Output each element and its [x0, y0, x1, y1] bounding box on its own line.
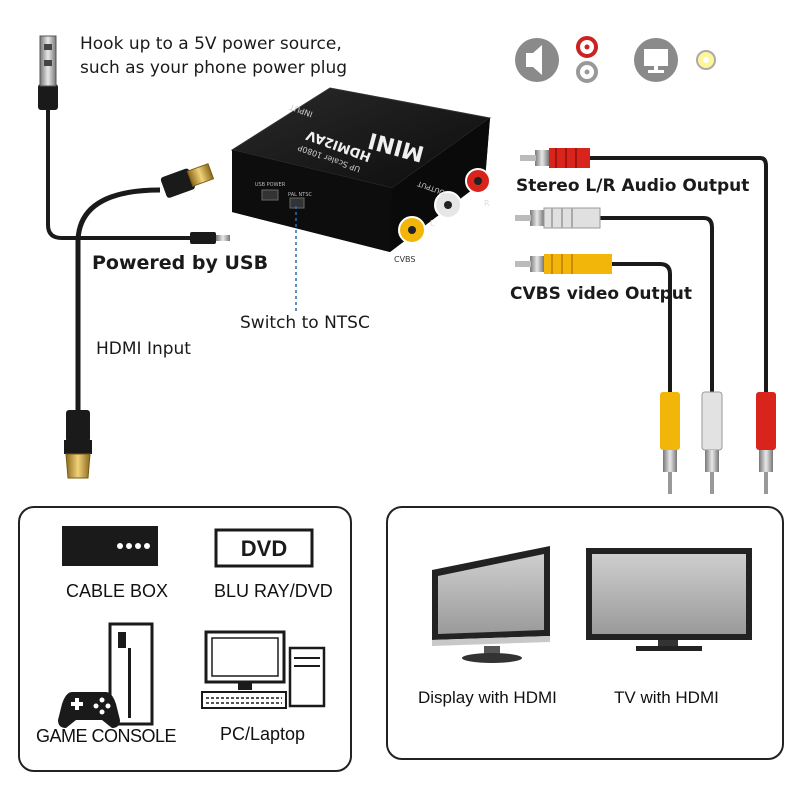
hdmi-input-callout: HDMI Input: [96, 339, 191, 359]
port-label-usb: USB POWER: [255, 182, 286, 188]
usb-plug-body: [38, 84, 58, 110]
jack-label-cvbs: CVBS: [394, 255, 415, 264]
source-label-cable-box: CABLE BOX: [66, 581, 169, 601]
yellow-rca-plug: [660, 392, 680, 450]
hdmi-sources-panel: DVD CABLE BOX BLU RAY/DVD GAME CONSOLE P…: [18, 506, 352, 772]
jack-label-l: L: [430, 219, 435, 228]
display-label-tv: TV with HDMI: [614, 688, 719, 707]
power-callout-line2: such as your phone power plug: [80, 58, 348, 78]
red-rca-plug: [756, 392, 776, 450]
video-output-callout: CVBS video Output: [510, 284, 693, 304]
hdmi-plug-head: [65, 453, 91, 479]
rca-cables: [515, 148, 776, 494]
monitor-icon: [432, 546, 550, 663]
micro-usb-plug: [190, 232, 216, 244]
source-label-pc: PC/Laptop: [220, 724, 306, 744]
cable-box-icon: [62, 526, 158, 566]
usb-power-cable: [38, 35, 230, 244]
usb-power-callout: Powered by USB: [92, 252, 269, 274]
rca-audio-jacks-icon: [576, 36, 598, 83]
white-rca-plug: [701, 391, 723, 451]
source-label-game-console: GAME CONSOLE: [36, 726, 177, 746]
power-callout-line1: Hook up to a 5V power source,: [80, 34, 342, 54]
hdmi2av-converter: MINI HDMI2AV UP Scaler 1080P INPUT OUTPU…: [230, 87, 492, 264]
speaker-icon: [515, 38, 559, 82]
game-console-icon: [58, 622, 154, 728]
display-label-monitor: Display with HDMI: [418, 688, 557, 707]
jack-label-r: R: [484, 199, 490, 208]
dvd-player-icon: DVD: [214, 528, 314, 568]
dvd-badge: DVD: [241, 536, 287, 561]
pc-icon: [201, 630, 326, 709]
hdmi-cable: [64, 163, 215, 479]
audio-output-callout: Stereo L/R Audio Output: [516, 176, 750, 196]
tv-icon: [586, 548, 752, 651]
yellow-jack-icon: [696, 50, 716, 70]
port-label-switch: PAL NTSC: [288, 192, 312, 198]
ntsc-switch-callout: Switch to NTSC: [240, 313, 370, 333]
monitor-small-icon: [634, 38, 678, 82]
source-label-dvd: BLU RAY/DVD: [214, 581, 333, 601]
hdmi-displays-panel: Display with HDMI TV with HDMI: [386, 506, 784, 760]
hdmi-plug-body: [66, 410, 90, 442]
